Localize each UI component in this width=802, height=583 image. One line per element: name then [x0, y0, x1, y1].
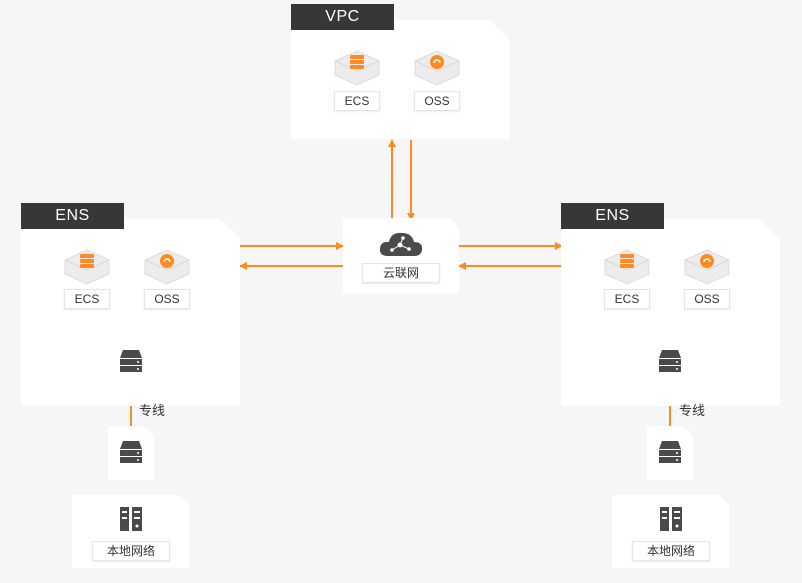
vpc-oss-label: OSS: [414, 91, 460, 111]
vpc-tag: VPC: [291, 4, 394, 30]
server-rack-icon: [660, 507, 682, 531]
ens-left-ecs-label: ECS: [64, 289, 110, 309]
router-icon: [659, 350, 681, 372]
ens-left-tag: ENS: [21, 203, 124, 229]
ens-right-line-label: 专线: [679, 403, 706, 418]
oss-icon: [684, 249, 730, 285]
ens-right-tag: ENS: [561, 203, 664, 229]
ens-right-oss-label: OSS: [684, 289, 730, 309]
ecs-icon: [64, 249, 110, 285]
router-icon: [659, 441, 681, 463]
ens-left-oss-label: OSS: [144, 289, 190, 309]
ens-left-local-label: 本地网络: [92, 541, 170, 561]
ens-right-local-label: 本地网络: [632, 541, 710, 561]
oss-icon: [144, 249, 190, 285]
vpc-card: [291, 20, 510, 139]
router-icon: [120, 441, 142, 463]
ens-right-ecs-label: ECS: [604, 289, 650, 309]
server-rack-icon: [120, 507, 142, 531]
ens-left-line-label: 专线: [139, 403, 166, 418]
ecs-icon: [334, 50, 380, 86]
cen-label: 云联网: [362, 263, 440, 283]
router-icon: [120, 350, 142, 372]
cloud-network-icon: [379, 232, 423, 256]
oss-icon: [414, 50, 460, 86]
vpc-ecs-label: ECS: [334, 91, 380, 111]
ecs-icon: [604, 249, 650, 285]
